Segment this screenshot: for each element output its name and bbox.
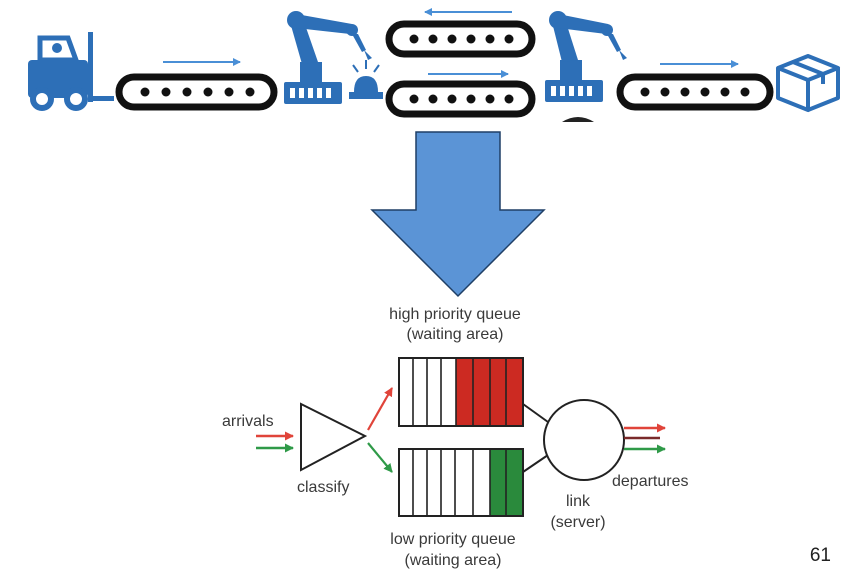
robot-arm-icon — [284, 11, 372, 104]
robot-arm-icon — [545, 11, 627, 122]
low-queue-title: low priority queue — [390, 531, 516, 548]
arrivals-label: arrivals — [222, 413, 274, 430]
departures-label: departures — [612, 473, 689, 490]
high-queue-title: high priority queue — [389, 306, 521, 323]
conveyor-icon — [616, 73, 774, 111]
high-to-server-line — [522, 403, 549, 423]
classifier-triangle — [300, 402, 368, 472]
classified-high-arrow — [367, 387, 393, 431]
conveyor-icon — [385, 80, 536, 118]
link-server-circle — [543, 399, 625, 481]
transform-down-arrow — [370, 131, 546, 298]
page-number: 61 — [810, 545, 831, 566]
high-queue-subtitle: (waiting area) — [407, 326, 504, 343]
server-label: (server) — [550, 514, 605, 531]
classify-label: classify — [297, 479, 349, 496]
low-priority-queue — [398, 448, 524, 517]
factory-assembly-line — [28, 8, 840, 122]
low-queue-subtitle: (waiting area) — [405, 552, 502, 569]
low-to-server-line — [522, 454, 549, 473]
forklift-icon — [28, 32, 114, 111]
priority-queue-diagram: high priority queue (waiting area) — [222, 306, 689, 569]
high-priority-queue — [398, 357, 524, 427]
classified-low-arrow — [367, 442, 393, 473]
link-label: link — [566, 493, 591, 510]
package-box-icon — [776, 54, 840, 112]
conveyor-icon — [385, 20, 536, 58]
conveyor-icon — [115, 73, 278, 111]
alarm-light-icon — [349, 60, 383, 99]
